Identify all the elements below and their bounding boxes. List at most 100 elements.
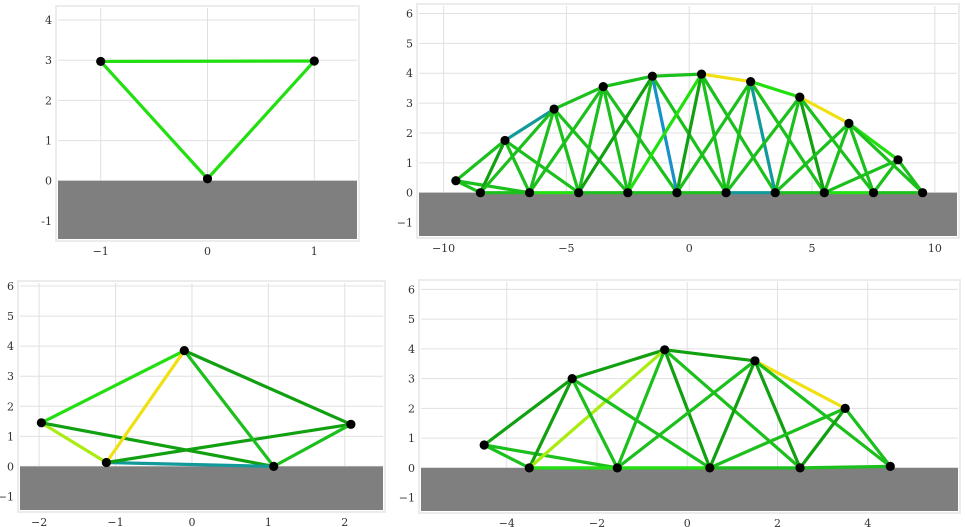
truss-member xyxy=(552,107,581,195)
x-tick-label: 0 xyxy=(204,245,211,258)
y-tick-label: 6 xyxy=(408,283,415,296)
truss-member xyxy=(104,460,276,469)
x-tick-label: −10 xyxy=(432,242,455,255)
truss-members xyxy=(39,349,353,469)
truss-member xyxy=(871,158,900,195)
y-tick-label: 0 xyxy=(408,462,415,475)
truss-member xyxy=(503,138,532,195)
truss-member xyxy=(570,377,619,470)
truss-node xyxy=(101,457,111,468)
truss-member xyxy=(104,349,186,465)
truss-member xyxy=(552,85,605,111)
x-tick-label: 0 xyxy=(686,242,693,255)
truss-member xyxy=(626,74,654,195)
truss-node xyxy=(672,188,682,198)
x-tick-label: 1 xyxy=(265,516,272,527)
truss-member xyxy=(39,421,276,469)
truss-node xyxy=(567,374,577,384)
truss-node xyxy=(750,356,760,366)
truss-member xyxy=(615,348,667,470)
truss-node xyxy=(574,188,584,198)
truss-member xyxy=(650,72,704,78)
y-tick-label: 4 xyxy=(406,67,413,80)
y-tick-label: −1 xyxy=(0,490,14,503)
truss-node xyxy=(770,188,780,198)
truss-node xyxy=(598,82,608,92)
truss-nodes xyxy=(96,56,319,184)
truss-node xyxy=(179,346,189,356)
truss-member xyxy=(724,95,802,195)
y-tick-label: 3 xyxy=(408,373,415,386)
truss-node xyxy=(893,155,903,165)
truss-member xyxy=(272,422,353,469)
truss-member xyxy=(724,79,753,195)
y-tick-label: 2 xyxy=(7,400,14,413)
truss-member xyxy=(773,121,851,195)
truss-member xyxy=(843,406,892,468)
truss-member xyxy=(749,79,777,195)
truss-member xyxy=(205,59,316,181)
truss-node xyxy=(696,69,707,79)
truss-member xyxy=(527,348,667,470)
y-tick-label: −1 xyxy=(397,217,413,230)
x-tick-label: 5 xyxy=(809,242,816,255)
y-tick-label: −1 xyxy=(399,492,415,505)
truss-member xyxy=(577,85,605,195)
truss-member xyxy=(822,158,900,195)
truss-node xyxy=(918,188,928,198)
y-tick-label: 5 xyxy=(7,310,14,323)
y-tick-label: 4 xyxy=(408,343,415,356)
truss-member xyxy=(527,107,556,195)
x-tick-label: 0 xyxy=(188,516,195,527)
ground-region xyxy=(20,466,383,510)
truss-node xyxy=(885,461,895,471)
truss-node xyxy=(705,463,715,473)
truss-node xyxy=(647,71,657,81)
ground-region xyxy=(421,467,958,511)
truss-node xyxy=(269,461,279,472)
truss-node xyxy=(868,188,879,198)
truss-node xyxy=(549,104,559,114)
truss-member xyxy=(847,121,876,195)
truss-member xyxy=(454,138,507,183)
truss-node xyxy=(612,463,622,473)
truss-member xyxy=(699,72,728,195)
truss-members xyxy=(99,59,316,181)
truss-member xyxy=(482,443,531,470)
truss-node xyxy=(524,188,535,198)
truss-member xyxy=(454,179,532,195)
y-tick-label: 6 xyxy=(7,280,14,293)
truss-members xyxy=(454,72,925,195)
truss-member xyxy=(482,377,574,447)
truss-member xyxy=(753,359,802,470)
truss-member xyxy=(503,107,556,143)
truss-member xyxy=(708,406,847,470)
y-tick-label: 0 xyxy=(45,175,52,188)
truss-member xyxy=(753,359,892,468)
truss-member xyxy=(552,107,630,195)
x-tick-label: −5 xyxy=(558,242,574,255)
truss-node xyxy=(346,419,356,429)
truss-member xyxy=(798,406,847,470)
y-tick-label: 3 xyxy=(45,54,52,67)
x-tick-label: 10 xyxy=(928,242,942,255)
y-tick-label: 2 xyxy=(406,127,413,140)
x-tick-label: 0 xyxy=(684,517,691,527)
y-tick-label: 5 xyxy=(408,313,415,326)
truss-member xyxy=(847,121,925,195)
truss-node xyxy=(721,188,731,198)
truss-member xyxy=(570,377,712,470)
truss-member xyxy=(478,107,556,195)
truss-member xyxy=(626,72,704,195)
y-tick-label: 1 xyxy=(406,157,413,170)
truss-node xyxy=(309,56,319,66)
truss-member xyxy=(182,349,276,469)
truss-node xyxy=(500,135,510,146)
x-tick-label: 2 xyxy=(341,516,348,527)
y-tick-label: 4 xyxy=(7,340,14,353)
